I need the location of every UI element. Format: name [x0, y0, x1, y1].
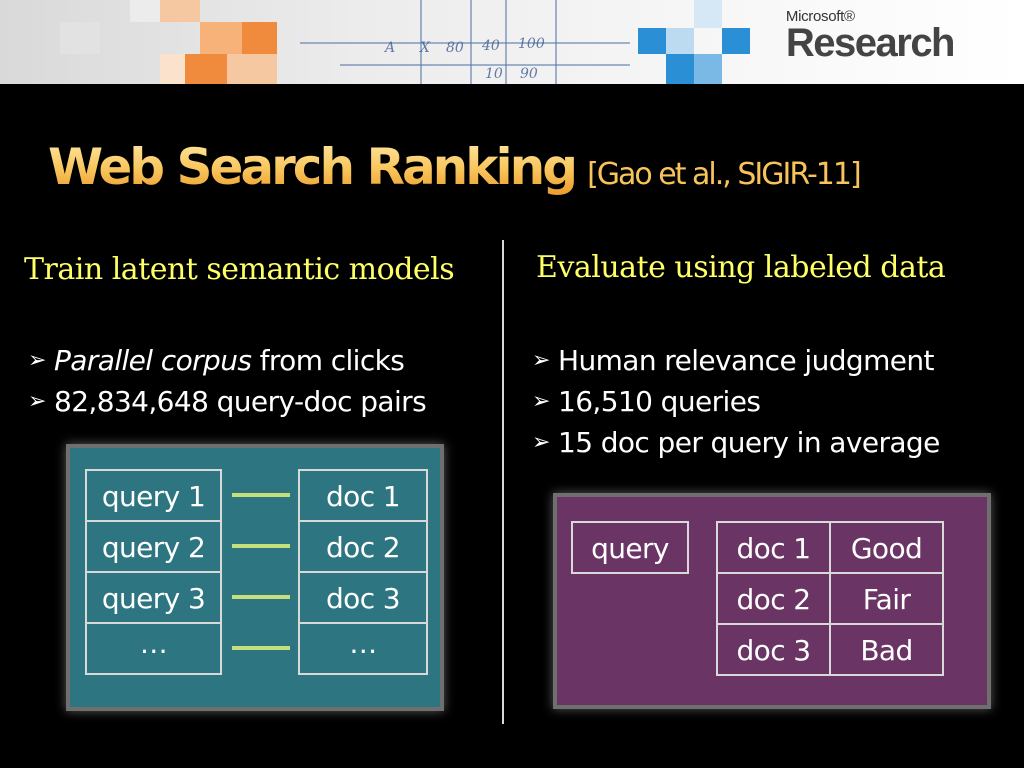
query-cell: query [571, 521, 689, 574]
column-divider [502, 240, 504, 724]
orange-tile [160, 0, 200, 22]
pair-connector [232, 646, 290, 650]
doc-cell: doc 3 [716, 623, 831, 676]
orange-tile [185, 54, 227, 84]
pair-connector [232, 544, 290, 548]
doc-cell: doc 2 [716, 572, 831, 625]
arrow-bullet-icon: ➢ [28, 389, 46, 414]
sketch-text: X [420, 40, 430, 56]
arrow-bullet-icon: ➢ [532, 430, 550, 455]
sketch-text: 90 [520, 66, 538, 82]
list-item: ➢ 82,834,648 query-doc pairs [28, 381, 427, 422]
right-bullet-list: ➢ Human relevance judgment ➢ 16,510 quer… [532, 340, 940, 463]
query-doc-pairs-panel: query 1 query 2 query 3 … doc 1 doc 2 do… [66, 444, 444, 711]
bullet-text: 16,510 queries [558, 385, 761, 418]
right-heading: Evaluate using labeled data [536, 250, 946, 285]
grey-tile [60, 22, 100, 54]
title-citation: [Gao et al., SIGIR-11] [587, 157, 862, 192]
logo-small-text: Microsoft® [785, 8, 855, 25]
sketch-line [470, 0, 472, 84]
left-bullet-list: ➢ Parallel corpus from clicks ➢ 82,834,6… [28, 340, 427, 422]
pair-connector [232, 595, 290, 599]
pair-connector [232, 493, 290, 497]
relevance-label-cell: Good [829, 521, 944, 574]
relevance-label-cell: Fair [829, 572, 944, 625]
sketch-line [340, 64, 630, 66]
arrow-bullet-icon: ➢ [28, 348, 46, 373]
left-heading: Train latent semantic models [24, 252, 455, 287]
doc-cell: doc 1 [716, 521, 831, 574]
labeled-data-panel: query doc 1 Good doc 2 Fair doc 3 Bad [553, 493, 991, 709]
sketch-line [505, 0, 507, 84]
doc-cell: doc 2 [298, 520, 428, 573]
orange-tile [242, 22, 277, 54]
list-item: ➢ 15 doc per query in average [532, 422, 940, 463]
doc-cell: doc 1 [298, 469, 428, 522]
blue-tile [638, 28, 666, 54]
query-cell: query 1 [85, 469, 222, 522]
list-item: ➢ Human relevance judgment [532, 340, 940, 381]
list-item: ➢ 16,510 queries [532, 381, 940, 422]
sketch-text: A [385, 40, 396, 56]
list-item: ➢ Parallel corpus from clicks [28, 340, 426, 381]
grey-tile [130, 0, 160, 22]
sketch-text: 40 [482, 38, 500, 54]
slide-title: Web Search Ranking [Gao et al., SIGIR-11] [48, 138, 862, 196]
sketch-text: 10 [485, 66, 503, 82]
blue-tile [666, 28, 694, 54]
bullet-text: Human relevance judgment [558, 344, 935, 377]
sketch-text: 100 [518, 36, 545, 52]
bullet-italic-text: Parallel corpus [54, 344, 252, 377]
arrow-bullet-icon: ➢ [532, 348, 550, 373]
bullet-text: 82,834,648 query-doc pairs [54, 385, 427, 418]
sketch-line [555, 0, 557, 84]
blue-tile [666, 54, 694, 84]
header-banner: A X 80 40 100 10 90 Microsoft® Research [0, 0, 1024, 84]
orange-tile [160, 54, 185, 84]
query-cell: … [85, 622, 222, 675]
relevance-label-cell: Bad [829, 623, 944, 676]
orange-tile [200, 22, 242, 54]
sketch-text: 80 [446, 40, 464, 56]
bullet-text: 15 doc per query in average [558, 426, 940, 459]
query-cell: query 3 [85, 571, 222, 624]
bullet-text: from clicks [251, 344, 405, 377]
logo-big-text: Research [785, 21, 956, 65]
blue-tile [694, 54, 722, 84]
microsoft-research-logo: Microsoft® Research [785, 8, 956, 65]
query-cell: query 2 [85, 520, 222, 573]
doc-cell: … [298, 622, 428, 675]
sketch-line [420, 0, 422, 84]
orange-tile [227, 54, 277, 84]
blue-tile [722, 28, 750, 54]
title-main: Web Search Ranking [48, 138, 578, 196]
doc-cell: doc 3 [298, 571, 428, 624]
sketch-line [300, 42, 630, 44]
arrow-bullet-icon: ➢ [532, 389, 550, 414]
blue-tile [694, 0, 722, 28]
